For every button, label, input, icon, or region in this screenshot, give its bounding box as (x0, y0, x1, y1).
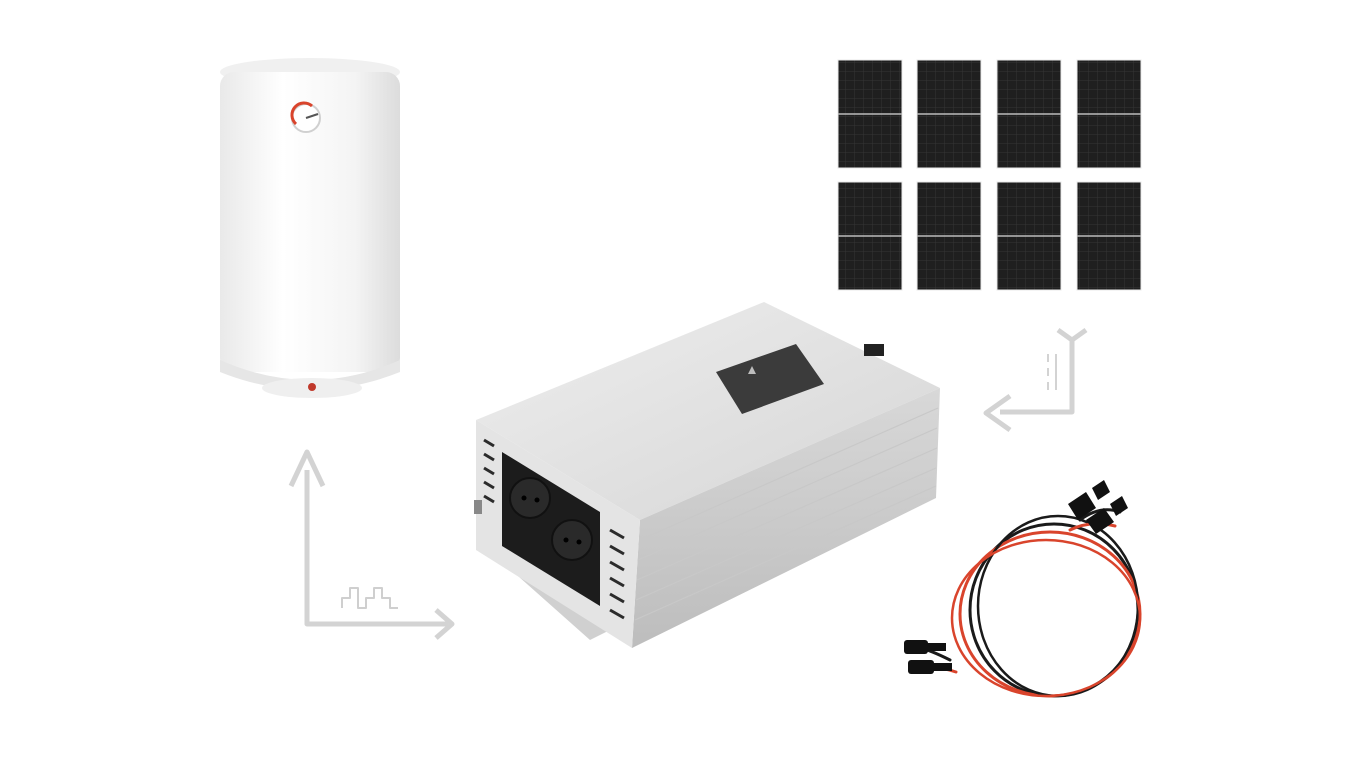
solar-panel-array (837, 59, 1142, 291)
solar-panel (996, 59, 1062, 169)
dc-symbol-icon (1047, 354, 1057, 390)
thermostat-dial-icon (290, 101, 321, 133)
solar-panel (996, 181, 1062, 291)
brand-logo-icon (748, 366, 756, 374)
solar-panel (916, 59, 982, 169)
ac-wave-icon (341, 587, 398, 609)
water-heater (220, 58, 400, 398)
cable-bundle (904, 480, 1142, 698)
solar-panel (1076, 181, 1142, 291)
dc-input-connector (864, 344, 884, 356)
solar-panel (837, 59, 903, 169)
power-outlet (509, 477, 551, 519)
solar-panel (837, 181, 903, 291)
ac-flow-arrow (288, 449, 455, 640)
solar-panel (1076, 59, 1142, 169)
solar-panel (916, 181, 982, 291)
mc4-connector-icon (904, 480, 1128, 674)
power-outlet (551, 519, 593, 561)
dc-flow-arrow (983, 327, 1088, 433)
ground-screw-icon (474, 500, 482, 514)
indicator-light-icon (308, 383, 316, 391)
label-plate (716, 344, 824, 414)
inverter (474, 302, 940, 648)
